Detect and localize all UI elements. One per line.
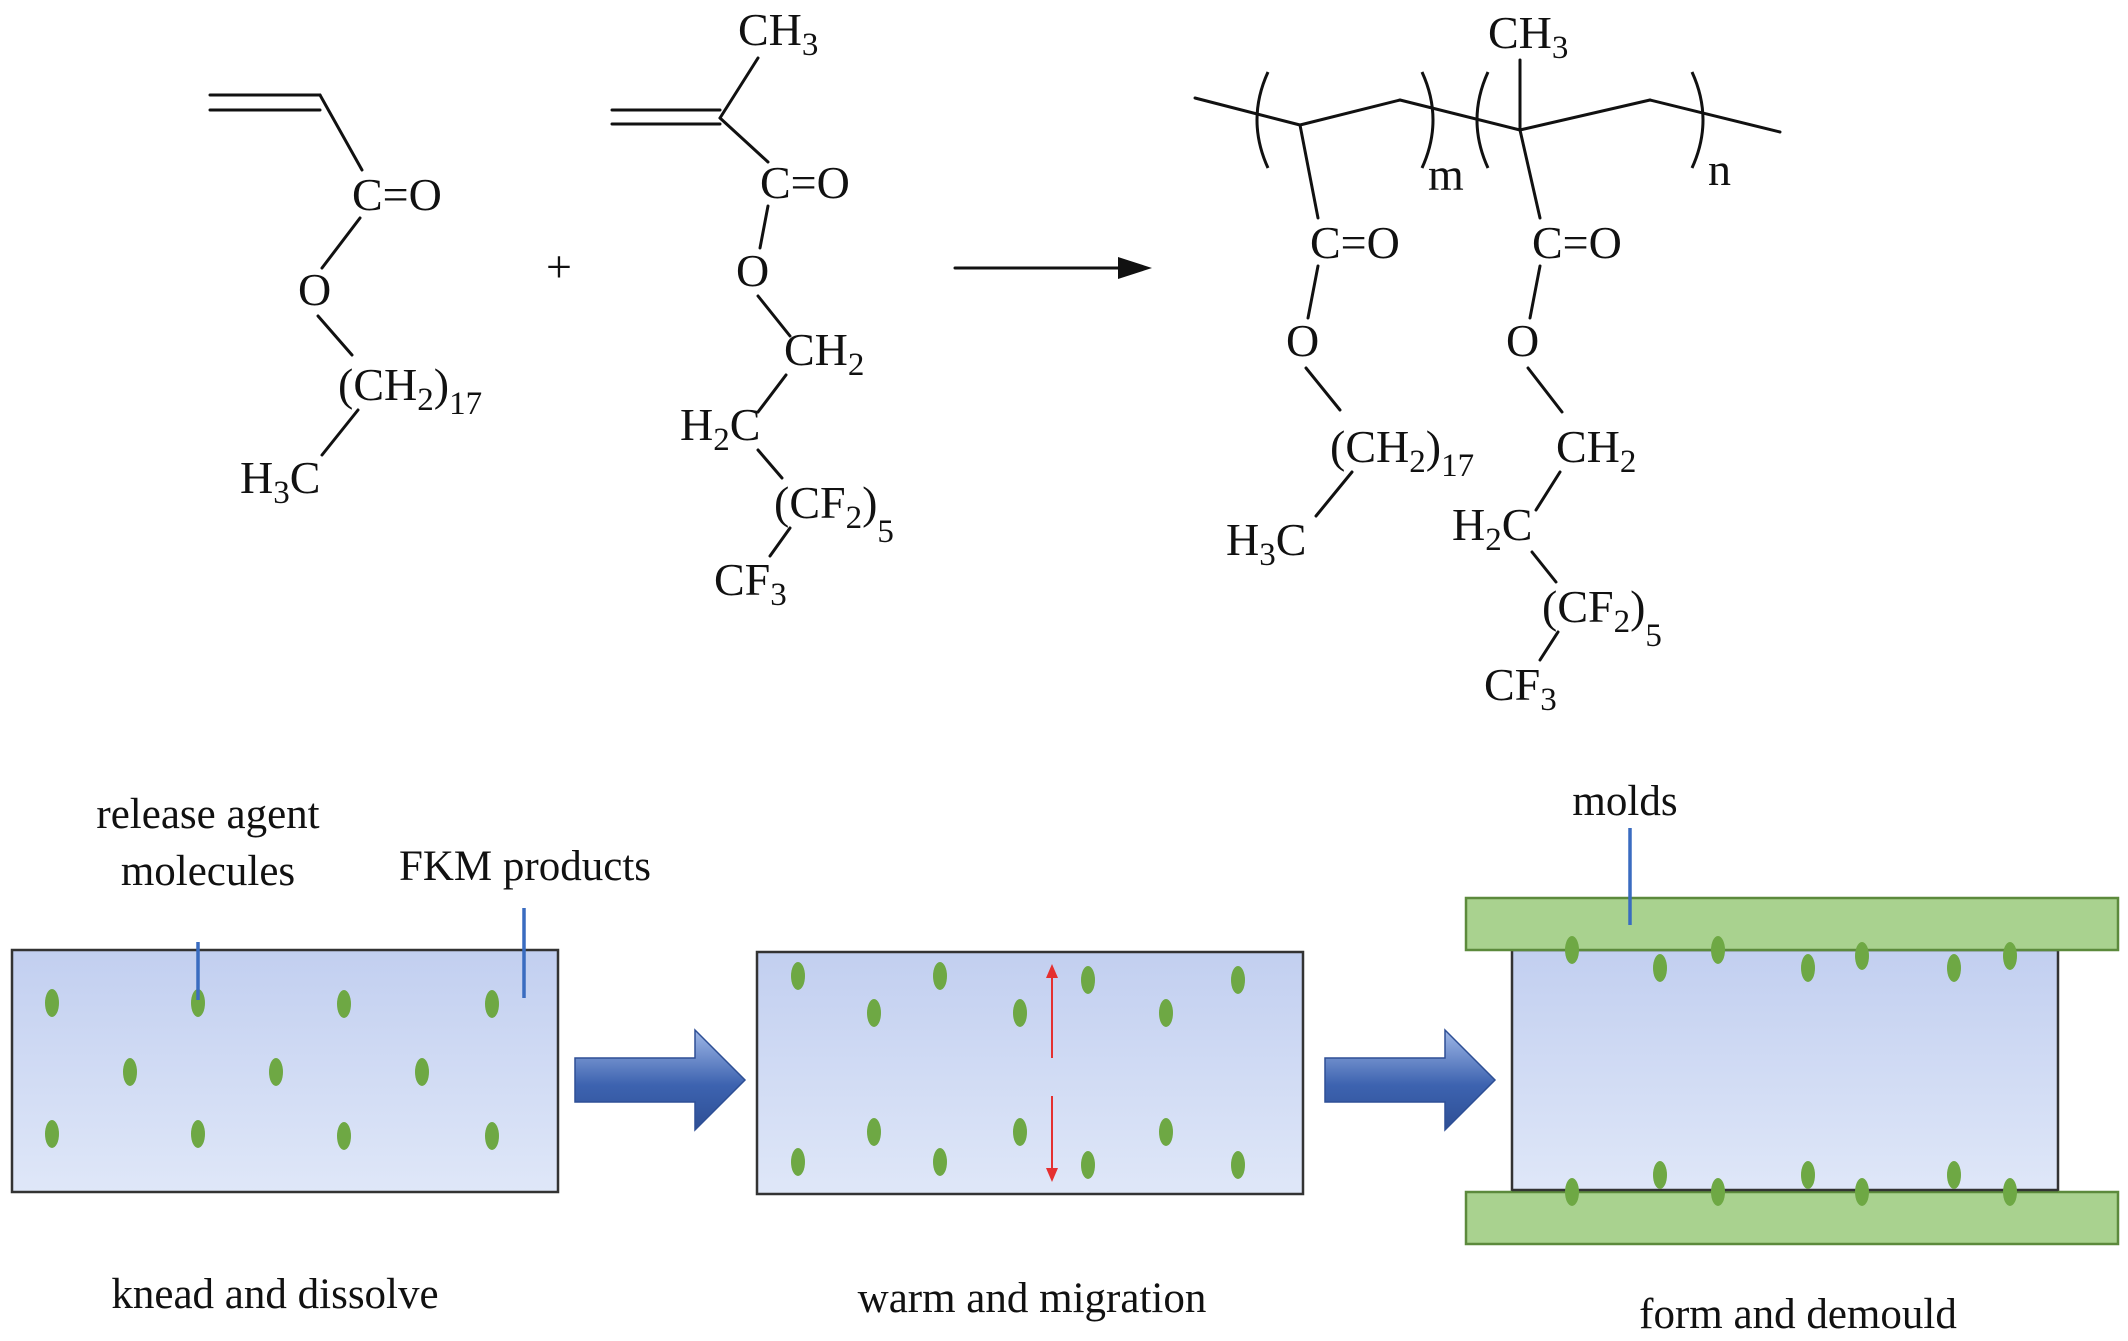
- product-carbonyl-2: C=O: [1532, 217, 1622, 268]
- product-methylene-chain: (CH2)17: [1330, 421, 1474, 484]
- molecule-dot: [1231, 966, 1245, 994]
- molecule-dot: [1159, 999, 1173, 1027]
- monomer-1-structure: C=O O (CH2)17 H3C: [208, 93, 482, 511]
- molecule-dot: [933, 1148, 947, 1176]
- molecule-dot: [1565, 936, 1579, 964]
- molecule-dot: [1081, 1151, 1095, 1179]
- molecule-dot: [791, 1148, 805, 1176]
- molecule-dot: [1013, 999, 1027, 1027]
- molecule-dot: [1013, 1118, 1027, 1146]
- m2-trifluoromethyl: CF3: [714, 554, 787, 613]
- m2-methylene: CH2: [784, 324, 864, 383]
- molecule-dot: [45, 989, 59, 1017]
- bracket-n-close: [1690, 71, 1705, 169]
- release-agent-label-line-2: molecules: [121, 848, 295, 895]
- product-methyl: CH3: [1488, 7, 1568, 66]
- monomer-2-structure: CH3 C=O O CH2 H2C (CF2)5 CF3: [610, 4, 894, 613]
- product-trifluoromethyl: CF3: [1484, 659, 1557, 718]
- process-arrow-2: [1324, 1028, 1497, 1132]
- molecule-dot: [1711, 936, 1725, 964]
- product-ethylene: H2C: [1452, 499, 1532, 558]
- molecule-dot: [1653, 1161, 1667, 1189]
- molecule-dot: [1711, 1178, 1725, 1206]
- migration-down-arrow: [1046, 1096, 1058, 1182]
- molecule-dot: [1565, 1178, 1579, 1206]
- molecule-dot: [485, 990, 499, 1018]
- m1-terminal-methyl: H3C: [240, 452, 320, 511]
- fkm-product-block-3: [1510, 948, 2060, 1194]
- product-perfluoro-chain: (CF2)5: [1542, 581, 1662, 654]
- product-ester-oxygen-2: O: [1506, 315, 1539, 366]
- fkm-products-label: FKM products: [399, 843, 651, 890]
- bottom-mold: [1464, 1190, 2120, 1246]
- molecule-dot: [415, 1058, 429, 1086]
- molecule-dot: [1159, 1118, 1173, 1146]
- m2-perfluoro-chain: (CF2)5: [774, 477, 894, 550]
- repeat-subscript-n: n: [1708, 144, 1731, 195]
- molecule-dot: [1801, 1161, 1815, 1189]
- molecule-dot: [2003, 1178, 2017, 1206]
- product-ester-oxygen-1: O: [1286, 315, 1319, 366]
- product-carbonyl-1: C=O: [1310, 217, 1400, 268]
- fkm-product-block-2: [755, 950, 1305, 1196]
- molecule-dot: [1231, 1151, 1245, 1179]
- product-methylene: CH2: [1556, 421, 1636, 480]
- molecule-dot: [1081, 966, 1095, 994]
- molecule-dot: [867, 999, 881, 1027]
- molecule-dot: [933, 962, 947, 990]
- step-2-caption: warm and migration: [858, 1275, 1207, 1322]
- m1-ester-oxygen: O: [298, 264, 331, 315]
- bracket-m-close: [1420, 71, 1435, 169]
- step-1-panel: release agent molecules FKM products kne…: [10, 791, 651, 1318]
- m2-methyl: CH3: [738, 4, 818, 63]
- molecule-dot: [337, 990, 351, 1018]
- copolymer-structure: m n CH3 C=O O (CH2)17 H3C C=O O CH2 H2C …: [1193, 7, 1782, 718]
- molecule-dot: [45, 1120, 59, 1148]
- fkm-product-block-1: [10, 948, 560, 1194]
- molecule-dot: [269, 1058, 283, 1086]
- step-3-panel: molds form and demould: [1464, 778, 2120, 1338]
- molecule-dot: [1855, 942, 1869, 970]
- molecule-dot: [1653, 954, 1667, 982]
- plus-sign: +: [546, 241, 572, 292]
- step-3-caption: form and demould: [1639, 1291, 1957, 1338]
- step-2-panel: warm and migration: [755, 950, 1305, 1322]
- m2-ester-oxygen: O: [736, 245, 769, 296]
- bracket-m-open: [1255, 71, 1270, 169]
- product-terminal-methyl: H3C: [1226, 514, 1306, 573]
- molecules-step-1: [45, 989, 499, 1150]
- molecule-dot: [1947, 1161, 1961, 1189]
- molecule-dot: [191, 989, 205, 1017]
- molecule-dot: [1801, 954, 1815, 982]
- molecule-dot: [337, 1122, 351, 1150]
- molecule-dot: [1855, 1178, 1869, 1206]
- process-arrow-1: [574, 1028, 747, 1132]
- molecule-dot: [123, 1058, 137, 1086]
- bracket-n-open: [1475, 71, 1490, 169]
- reaction-arrow: [953, 257, 1152, 279]
- m2-ethylene: H2C: [680, 399, 760, 458]
- molecule-dot: [791, 962, 805, 990]
- m2-carbonyl: C=O: [760, 157, 850, 208]
- release-agent-label-line-1: release agent: [96, 791, 319, 838]
- m1-methylene-chain: (CH2)17: [338, 359, 482, 422]
- molecule-dot: [2003, 942, 2017, 970]
- top-mold: [1464, 896, 2120, 952]
- molecule-dot: [191, 1120, 205, 1148]
- step-1-caption: knead and dissolve: [111, 1271, 438, 1318]
- molecules-step-3: [1565, 936, 2017, 1206]
- molecule-dot: [867, 1118, 881, 1146]
- molds-label: molds: [1572, 778, 1677, 825]
- molecules-step-2: [791, 962, 1245, 1179]
- m1-carbonyl: C=O: [352, 169, 442, 220]
- migration-up-arrow: [1046, 964, 1058, 1058]
- molecule-dot: [1947, 954, 1961, 982]
- molecule-dot: [485, 1122, 499, 1150]
- repeat-subscript-m: m: [1428, 149, 1464, 200]
